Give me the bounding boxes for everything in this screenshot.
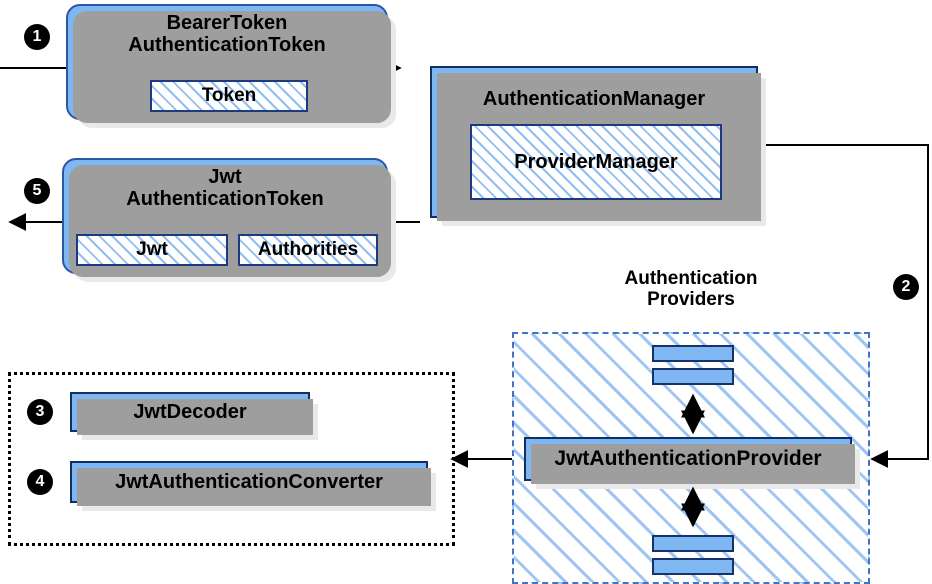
step-marker-5-number: 5 [32,182,42,199]
step-marker-2: 2 [893,274,919,300]
authentication-manager-label: AuthenticationManager [482,88,706,110]
provider-manager-inner: ProviderManager [470,124,722,200]
provider-placeholder-bar-3 [652,535,734,552]
step-marker-1: 1 [24,24,50,50]
authentication-manager-title: AuthenticationManager [432,88,756,110]
provider-manager-label: ProviderManager [514,150,678,173]
step-marker-5: 5 [24,178,50,204]
jwt-authentication-converter-label: JwtAuthenticationConverter [115,470,383,493]
step-marker-4-number: 4 [35,473,45,490]
provider-placeholder-bar-4 [652,558,734,575]
bearer-token-inner-token: Token [150,80,308,112]
step-marker-1-number: 1 [32,28,42,45]
step-marker-2-number: 2 [901,278,911,295]
jwt-token-inner-jwt-label: Jwt [136,239,168,260]
jwt-authentication-provider-box[interactable]: JwtAuthenticationProvider [524,437,860,489]
jwt-token-inner-authorities-label: Authorities [257,239,359,260]
jwt-token-title-line2: AuthenticationToken [126,188,324,211]
bearer-token-inner-token-label: Token [201,85,257,106]
jwt-token-inner-jwt: Jwt [76,234,228,266]
jwt-authentication-provider-label: JwtAuthenticationProvider [554,447,822,470]
step-marker-4: 4 [27,469,53,495]
jwt-token-title: Jwt AuthenticationToken [64,166,386,211]
jwt-decoder-label: JwtDecoder [133,400,247,423]
step-marker-3-number: 3 [35,403,45,420]
jwt-token-title-line1: Jwt [208,166,242,188]
jwt-authentication-converter-box[interactable]: JwtAuthenticationConverter [70,461,436,511]
jwt-helpers-container [8,372,455,546]
authentication-manager-box[interactable]: AuthenticationManager ProviderManager [430,66,766,226]
step-marker-3: 3 [27,399,53,425]
provider-placeholder-bar-2 [652,368,734,385]
jwt-authentication-token-box[interactable]: Jwt AuthenticationToken Jwt Authorities [62,158,396,282]
provider-placeholder-bar-1 [652,345,734,362]
arrow-manager-to-provider [758,144,929,468]
bearer-token-title: BearerToken AuthenticationToken [68,12,386,57]
bearer-token-title-line1: BearerToken [166,12,288,34]
jwt-decoder-box[interactable]: JwtDecoder [70,392,318,440]
bearer-token-title-line2: AuthenticationToken [128,34,326,57]
bearer-token-authentication-token-box[interactable]: BearerToken AuthenticationToken Token [66,4,396,128]
jwt-token-inner-authorities: Authorities [238,234,378,266]
